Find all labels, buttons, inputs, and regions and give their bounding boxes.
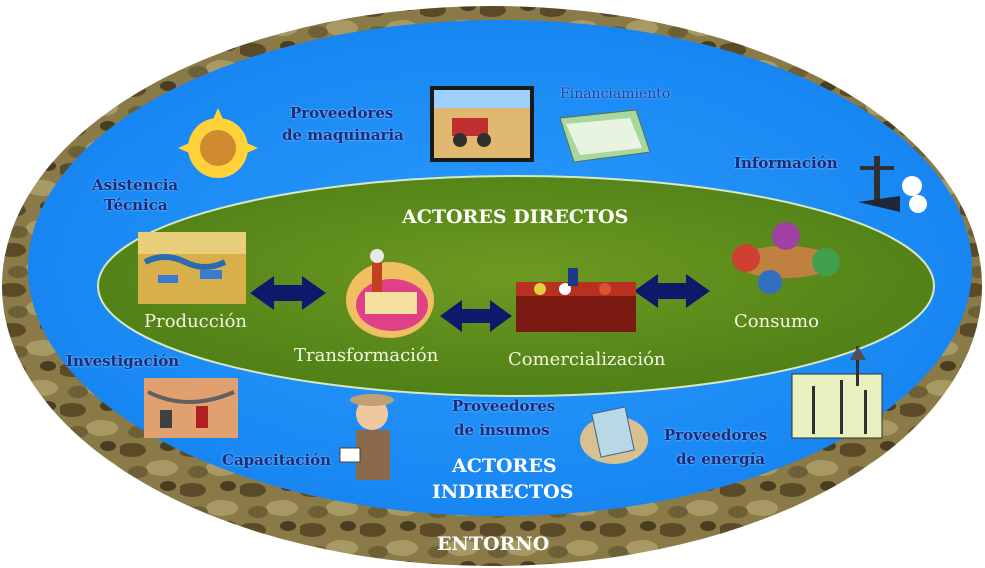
stage-transformacion: Transformación [294, 345, 439, 366]
label-capacitacion: Capacitación [222, 451, 332, 469]
informacion-illustration [858, 156, 927, 213]
label-insumos-1: Proveedores [452, 397, 556, 415]
label-asistencia-1: Asistencia [92, 176, 179, 194]
stage-consumo: Consumo [734, 311, 819, 332]
comercializacion-illustration [516, 268, 636, 332]
maquinaria-illustration [430, 86, 534, 162]
stage-produccion: Producción [144, 311, 248, 332]
stage-comercializacion: Comercialización [508, 349, 666, 370]
indirect-actors-title-2: INDIRECTOS [432, 481, 574, 503]
label-maquinaria-1: Proveedores [290, 104, 394, 122]
produccion-illustration [138, 232, 246, 304]
entorno-label: ENTORNO [437, 533, 550, 555]
label-asistencia-2: Técnica [104, 196, 168, 214]
financiamiento-illustration [559, 109, 651, 163]
investigacion-illustration [144, 378, 238, 438]
label-insumos-2: de insumos [454, 421, 550, 439]
label-investigacion: Investigación [66, 352, 180, 370]
consumo-illustration [732, 222, 840, 294]
transformacion-illustration [346, 249, 434, 338]
direct-actors-title: ACTORES DIRECTOS [402, 206, 629, 228]
label-energia-1: Proveedores [664, 426, 768, 444]
label-informacion: Información [734, 154, 838, 172]
insumos-illustration [580, 406, 648, 464]
indirect-actors-title-1: ACTORES [452, 455, 557, 477]
label-maquinaria-2: de maquinaria [282, 126, 404, 144]
asistencia-tecnica-illustration [178, 108, 258, 178]
capacitacion-illustration [339, 394, 394, 480]
energia-illustration [791, 346, 883, 439]
label-energia-2: de energía [676, 450, 766, 468]
arrow-comercializacion-consumo [634, 274, 710, 308]
arrow-produccion-transformacion [250, 276, 326, 310]
label-financiamiento: Financiamiento [560, 86, 671, 102]
arrow-transformacion-comercializacion [440, 300, 512, 332]
